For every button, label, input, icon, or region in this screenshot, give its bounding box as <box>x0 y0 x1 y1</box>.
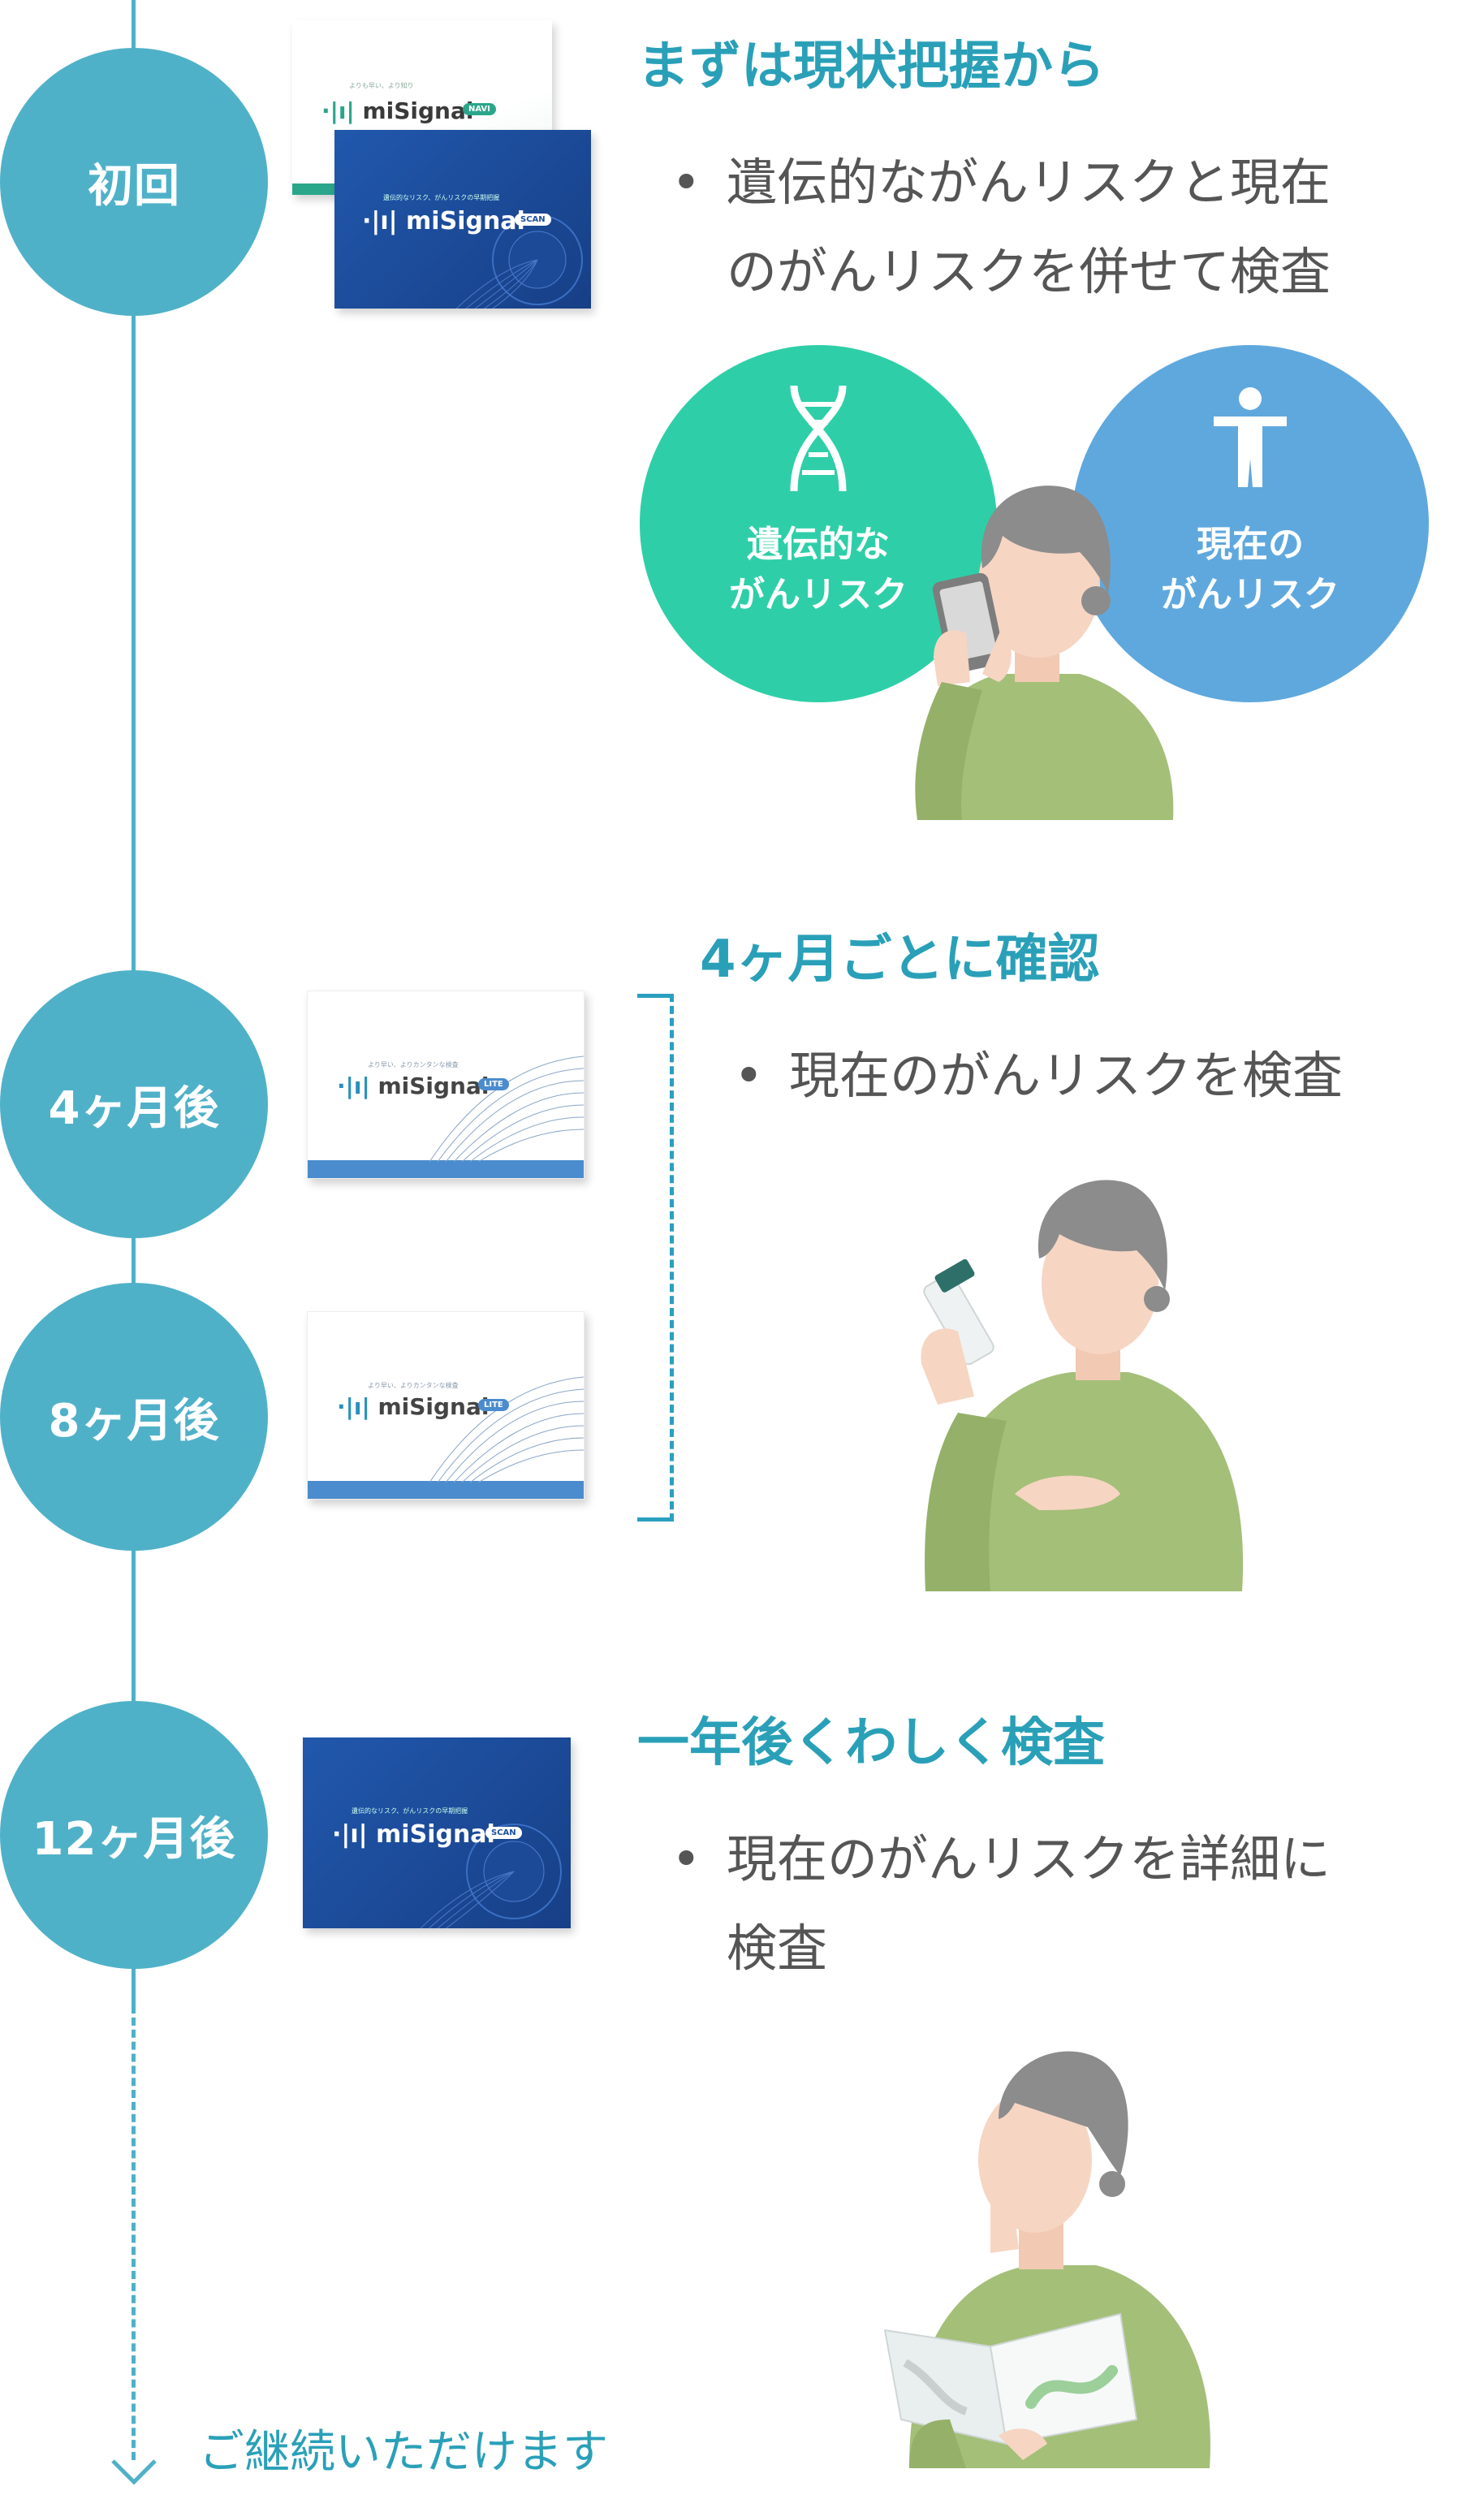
person-with-test-tube-illustration <box>921 1180 1244 1591</box>
step-initial: 初回 <box>0 48 268 316</box>
bullet-line: のがんリスクを併せて検査 <box>727 242 1331 301</box>
lite-tag: LITE <box>478 1078 509 1090</box>
bullet-line: 現在のがんリスクを検査 <box>789 1046 1344 1105</box>
section1-bullet: • 遺伝的ながんリスクと現在 のがんリスクを併せて検査 <box>671 138 1457 317</box>
step-label: 12ヶ月後 <box>32 1812 236 1866</box>
bullet-line: 遺伝的ながんリスクと現在 <box>727 153 1331 212</box>
signal-logo-icon: ·|ı| <box>337 1393 370 1420</box>
bullet-line: 検査 <box>727 1919 828 1978</box>
timeline-continue-line <box>132 2005 136 2460</box>
bullet-icon: • <box>671 153 701 212</box>
navi-tag: NAVI <box>463 103 496 115</box>
risk-label: がんリスク <box>1161 574 1339 615</box>
kit-brand: miSignal <box>377 1073 490 1099</box>
kit-brand: miSignal <box>406 207 525 235</box>
scan-kit-image: 遺伝的なリスク、がんリスクの早期把握 ·|ı| miSignal SCAN <box>334 130 591 309</box>
step-12-months: 12ヶ月後 <box>0 1701 268 1969</box>
risk-label: がんリスク <box>729 574 908 615</box>
step-label: 8ヶ月後 <box>48 1394 220 1448</box>
bullet-line: 現在のがんリスクを詳細に <box>727 1829 1331 1889</box>
scan-tag: SCAN <box>515 214 551 226</box>
bullet-icon: • <box>734 1046 764 1105</box>
signal-logo-icon: ·|ı| <box>362 207 398 235</box>
section2-heading: 4ヶ月ごとに確認 <box>700 930 1100 990</box>
lite-tag: LITE <box>478 1399 509 1411</box>
current-risk-circle: 現在の がんリスク <box>1072 345 1429 702</box>
scan-kit-image-12m: 遺伝的なリスク、がんリスクの早期把握 ·|ı| miSignal SCAN <box>303 1737 571 1928</box>
kit-brand: miSignal <box>376 1820 495 1849</box>
chevron-down-icon <box>111 2459 157 2485</box>
kit-brand: miSignal <box>362 97 474 124</box>
lite-kit-image-4m: より早い、よりカンタンな検査 ·|ı| miSignal LITE <box>307 991 585 1179</box>
section3-heading: 一年後くわしく検査 <box>637 1713 1105 1773</box>
signal-logo-icon: ·|ı| <box>332 1820 368 1849</box>
signal-logo-icon: ·|ı| <box>337 1073 370 1099</box>
section1-heading: まずは現状把握から <box>637 37 1105 97</box>
person-icon <box>1214 387 1287 487</box>
person-with-brochure-illustration <box>883 2051 1210 2468</box>
risk-label: 遺伝的な <box>747 524 890 565</box>
step-label: 4ヶ月後 <box>48 1081 220 1135</box>
step-label: 初回 <box>88 159 180 213</box>
lite-kit-image-8m: より早い、よりカンタンな検査 ·|ı| miSignal LITE <box>307 1311 585 1500</box>
bullet-icon: • <box>671 1829 701 1889</box>
dna-icon <box>790 385 847 492</box>
continue-text: ご継続いただけます <box>199 2426 608 2479</box>
scan-tag: SCAN <box>485 1827 522 1839</box>
section2-bullet: • 現在のがんリスクを検査 <box>734 1031 1455 1120</box>
step-4-months: 4ヶ月後 <box>0 970 268 1238</box>
recurring-bracket <box>637 994 674 1522</box>
person-with-phone-illustration <box>915 486 1174 820</box>
kit-brand: miSignal <box>377 1393 490 1420</box>
signal-logo-icon: ·|ı| <box>321 97 355 124</box>
step-8-months: 8ヶ月後 <box>0 1283 268 1551</box>
section3-bullet: • 現在のがんリスクを詳細に 検査 <box>671 1815 1457 1993</box>
risk-label: 現在の <box>1197 524 1304 565</box>
